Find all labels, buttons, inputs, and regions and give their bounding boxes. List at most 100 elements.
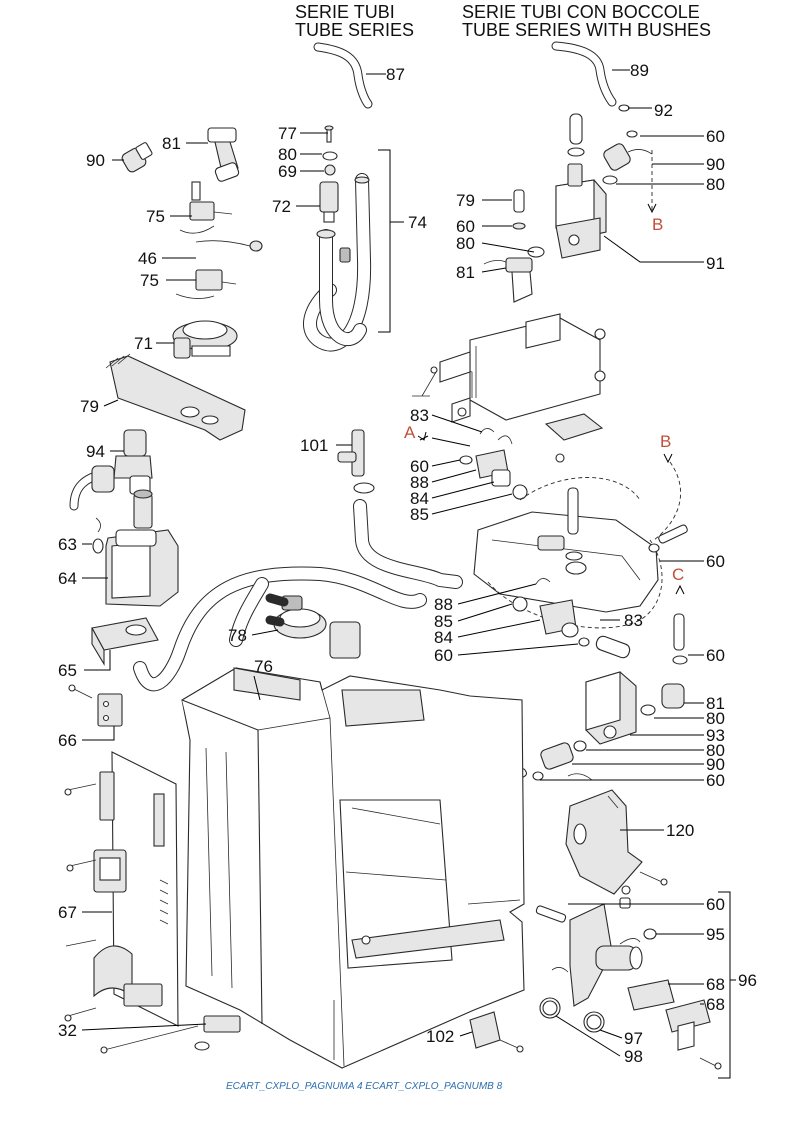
header-bushes-series-it: SERIE TUBI CON BOCCOLE	[462, 2, 700, 22]
callout-80: 80	[706, 741, 725, 760]
callout-75: 75	[146, 207, 165, 226]
bracket-120	[565, 789, 668, 909]
callout-81: 81	[706, 694, 725, 713]
power-board-67	[64, 751, 179, 1027]
tube-assembly-74	[303, 149, 391, 352]
callout-81: 81	[456, 263, 475, 282]
header-bushes-series-en: TUBE SERIES WITH BUSHES	[462, 20, 711, 40]
solenoid-valve-91	[555, 163, 607, 259]
callout-85: 85	[434, 612, 453, 631]
bracket-65	[91, 617, 159, 666]
header-tube-series-it: SERIE TUBI	[295, 2, 395, 22]
valve-72	[319, 181, 339, 223]
pin-77	[324, 125, 334, 143]
callout-83: 83	[624, 611, 643, 630]
drip-tray-79	[105, 353, 246, 441]
main-chassis-76	[181, 621, 525, 1069]
callout-88: 88	[410, 473, 429, 492]
callout-60: 60	[706, 127, 725, 146]
callout-80: 80	[456, 234, 475, 253]
pump-63-cap	[92, 517, 104, 554]
callout-77: 77	[278, 124, 297, 143]
callout-88: 88	[434, 595, 453, 614]
callout-89: 89	[630, 61, 649, 80]
callout-90: 90	[86, 151, 105, 170]
callout-60: 60	[706, 646, 725, 665]
callout-64: 64	[58, 569, 77, 588]
connector-90-right	[602, 130, 653, 185]
cable-46	[195, 240, 263, 252]
microswitch-75-lower	[175, 269, 237, 299]
pin-60-manifold-right	[648, 524, 688, 553]
callout-66: 66	[58, 731, 77, 750]
callout-60: 60	[706, 771, 725, 790]
callout-85: 85	[410, 505, 429, 524]
fittings-lower-group	[512, 578, 631, 659]
pump-64	[105, 489, 179, 607]
leader-lines	[81, 69, 736, 1079]
callout-76: 76	[254, 657, 273, 676]
callout-98: 98	[624, 1047, 643, 1066]
tube-87-drawing	[313, 42, 373, 109]
mounting-plate	[412, 313, 606, 463]
knob-71	[172, 320, 238, 359]
t-connector-101	[337, 429, 463, 589]
callout-78: 78	[228, 626, 247, 645]
callout-79: 79	[456, 191, 475, 210]
callout-79: 79	[80, 397, 99, 416]
callout-68: 68	[706, 995, 725, 1014]
clip-102	[469, 1011, 524, 1053]
callout-65: 65	[58, 661, 77, 680]
ref-letter-b-top: B	[652, 215, 663, 234]
holder-66	[68, 684, 123, 727]
callout-67: 67	[58, 903, 77, 922]
manifold-block	[473, 461, 681, 629]
solenoid-valve-93	[492, 671, 685, 792]
callout-72: 72	[272, 197, 291, 216]
elbow-81-right	[483, 246, 545, 303]
pin-79-right	[512, 189, 526, 230]
callout-63: 63	[58, 535, 77, 554]
callout-71: 71	[134, 334, 153, 353]
footer-reference: ECART_CXPLO_PAGNUMA 4 ECART_CXPLO_PAGNUM…	[226, 1081, 503, 1092]
microswitch-75-upper	[179, 181, 233, 234]
header-tube-series-en: TUBE SERIES	[295, 20, 414, 40]
callout-68: 68	[706, 975, 725, 994]
callout-84: 84	[434, 628, 453, 647]
callout-92: 92	[654, 101, 673, 120]
callout-95: 95	[706, 925, 725, 944]
callout-120: 120	[666, 821, 694, 840]
ref-letter-b-right: B	[660, 432, 671, 451]
callout-60: 60	[706, 552, 725, 571]
callout-80: 80	[706, 175, 725, 194]
callout-93: 93	[706, 726, 725, 745]
pin-60-c-side	[672, 613, 688, 665]
tube-89-drawing	[551, 41, 630, 112]
callout-80: 80	[706, 709, 725, 728]
connector-90-left	[121, 142, 153, 173]
callout-60: 60	[410, 457, 429, 476]
callout-90: 90	[706, 755, 725, 774]
callout-96: 96	[738, 971, 757, 990]
pin-right-top	[567, 113, 585, 157]
flowmeter-assembly-96	[535, 903, 722, 1070]
ref-letter-c: C	[672, 565, 684, 584]
ref-letter-a: A	[404, 423, 416, 442]
callout-60: 60	[706, 895, 725, 914]
elbow-81-left	[207, 127, 240, 182]
callout-90: 90	[706, 155, 725, 174]
fittings-upper-group	[419, 428, 528, 500]
callout-97: 97	[624, 1029, 643, 1048]
callout-91: 91	[706, 254, 725, 273]
callout-75: 75	[140, 271, 159, 290]
water-tube-loop	[133, 566, 427, 692]
callout-80: 80	[278, 145, 297, 164]
callout-84: 84	[410, 489, 429, 508]
callout-87: 87	[386, 65, 405, 84]
callout-81: 81	[162, 134, 181, 153]
callout-69: 69	[278, 162, 297, 181]
ring-69	[324, 164, 336, 176]
callout-32: 32	[58, 1021, 77, 1040]
